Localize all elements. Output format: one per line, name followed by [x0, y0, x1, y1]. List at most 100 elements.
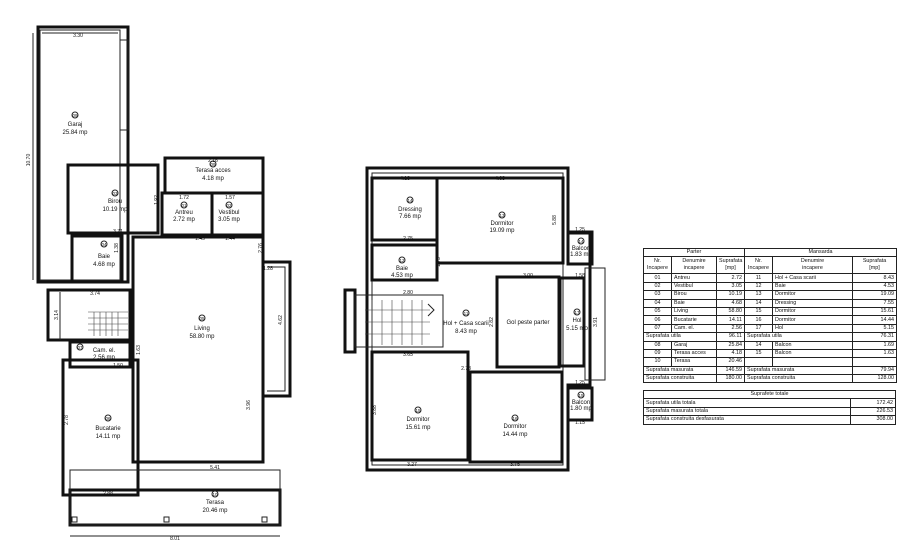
- svg-text:2.56 mp: 2.56 mp: [93, 355, 115, 361]
- svg-text:25.84 mp: 25.84 mp: [62, 130, 88, 136]
- svg-text:14.11 mp: 14.11 mp: [96, 434, 121, 440]
- svg-text:3.91: 3.91: [593, 317, 599, 327]
- svg-text:Hol + Casa scarii: Hol + Casa scarii: [443, 321, 489, 327]
- svg-text:3.27: 3.27: [407, 462, 417, 468]
- svg-text:06: 06: [105, 416, 111, 421]
- room-terasa-acces: 09 Terasa acces 4.18 mp: [195, 160, 231, 182]
- svg-text:Gol peste parter: Gol peste parter: [506, 320, 549, 326]
- svg-text:3.00: 3.00: [523, 273, 533, 279]
- svg-text:10.70: 10.70: [26, 154, 32, 167]
- svg-text:Dressing: Dressing: [398, 207, 422, 213]
- room-balcon-1: 14 Balcon 1.83 mp: [570, 237, 592, 258]
- svg-text:15: 15: [578, 393, 584, 398]
- svg-text:Baie: Baie: [396, 266, 409, 272]
- svg-text:20.46 mp: 20.46 mp: [202, 508, 228, 514]
- svg-text:10.19 mp: 10.19 mp: [102, 207, 128, 213]
- upper-stairs: [365, 300, 435, 345]
- svg-text:Living: Living: [194, 326, 210, 332]
- parter-title: Parter: [643, 247, 745, 258]
- room-baie: 04 Baie 4.68 mp: [93, 240, 115, 268]
- svg-text:04: 04: [101, 242, 107, 247]
- room-gol-parter: Gol peste parter: [506, 320, 549, 326]
- room-hol-casa-scarii: 11 Hol + Casa scarii 8.43 mp: [443, 309, 489, 335]
- room-garaj: 09 Garaj 25.84 mp: [62, 111, 88, 136]
- svg-text:3.75: 3.75: [510, 462, 520, 468]
- svg-text:05: 05: [199, 316, 205, 321]
- svg-text:1.15: 1.15: [575, 420, 585, 426]
- svg-text:1.45: 1.45: [195, 236, 205, 242]
- svg-text:15: 15: [415, 408, 421, 413]
- svg-text:8.01: 8.01: [170, 536, 180, 542]
- svg-text:1.25: 1.25: [575, 227, 585, 233]
- svg-text:2.82: 2.82: [489, 317, 495, 327]
- svg-text:17: 17: [574, 310, 580, 315]
- svg-text:11: 11: [464, 311, 469, 316]
- svg-text:Hol: Hol: [572, 318, 581, 324]
- svg-text:Balcon: Balcon: [572, 246, 590, 252]
- svg-text:1.73: 1.73: [436, 257, 442, 267]
- svg-text:3.71: 3.71: [113, 229, 123, 235]
- svg-text:15.61 mp: 15.61 mp: [405, 425, 431, 431]
- svg-text:Baie: Baie: [98, 254, 111, 260]
- svg-text:5.15 mp: 5.15 mp: [566, 326, 588, 332]
- svg-text:Dormitor: Dormitor: [490, 221, 513, 227]
- svg-text:1.25: 1.25: [575, 380, 585, 386]
- room-dormitor-3: 16 Dormitor 14.44 mp: [502, 414, 528, 438]
- svg-text:1.83 mp: 1.83 mp: [570, 252, 592, 258]
- svg-text:02: 02: [226, 203, 232, 208]
- totals-title: Suprafete totale: [643, 389, 896, 400]
- room-bucatarie: 06 Bucatarie 14.11 mp: [95, 414, 121, 440]
- svg-text:5.88: 5.88: [552, 215, 558, 225]
- room-antreu: 01 Antreu 2.72 mp: [173, 201, 195, 223]
- svg-text:2.88: 2.88: [103, 491, 113, 497]
- room-terasa: 10 Terasa 20.46 mp: [202, 490, 228, 514]
- svg-text:2.75: 2.75: [403, 236, 413, 242]
- svg-text:3.65: 3.65: [403, 352, 413, 358]
- svg-text:1.80 mp: 1.80 mp: [570, 406, 592, 412]
- room-birou: 03 Birou 10.19 mp: [102, 189, 128, 213]
- svg-text:Terasa acces: Terasa acces: [195, 168, 230, 174]
- svg-text:3.88: 3.88: [372, 405, 378, 415]
- svg-text:1.44: 1.44: [225, 236, 235, 242]
- mansarda-title: Mansarda: [743, 247, 898, 258]
- svg-text:2.78: 2.78: [461, 366, 471, 372]
- svg-text:12: 12: [399, 258, 405, 263]
- room-dormitor-2: 15 Dormitor 15.61 mp: [405, 406, 431, 431]
- svg-text:10: 10: [212, 492, 218, 497]
- svg-text:1.57: 1.57: [225, 195, 235, 201]
- svg-text:5.41: 5.41: [210, 465, 220, 471]
- room-balcon-2: 15 Balcon 1.80 mp: [570, 391, 592, 412]
- svg-text:Vestibul: Vestibul: [218, 210, 239, 216]
- svg-text:09: 09: [72, 113, 78, 118]
- svg-text:8.43 mp: 8.43 mp: [455, 329, 477, 335]
- svg-text:Dormitor: Dormitor: [503, 424, 526, 430]
- svg-text:16: 16: [512, 416, 518, 421]
- svg-text:19.09 mp: 19.09 mp: [489, 228, 515, 234]
- room-baie-upper: 12 Baie 4.53 mp: [391, 256, 413, 279]
- svg-text:4.62: 4.62: [278, 315, 284, 325]
- svg-text:4.68 mp: 4.68 mp: [93, 262, 115, 268]
- svg-text:Garaj: Garaj: [68, 122, 83, 128]
- svg-text:Terasa: Terasa: [206, 500, 225, 506]
- svg-text:1.92: 1.92: [154, 195, 160, 205]
- svg-text:2.76: 2.76: [258, 243, 264, 253]
- svg-text:1.38: 1.38: [114, 243, 120, 253]
- ground-stairs: [88, 311, 128, 336]
- svg-text:1.58: 1.58: [575, 273, 585, 279]
- svg-text:58.80 mp: 58.80 mp: [189, 334, 215, 340]
- room-cam-el: 07 Cam. el. 2.56 mp: [76, 343, 116, 361]
- room-living: 05 Living 58.80 mp: [189, 314, 215, 340]
